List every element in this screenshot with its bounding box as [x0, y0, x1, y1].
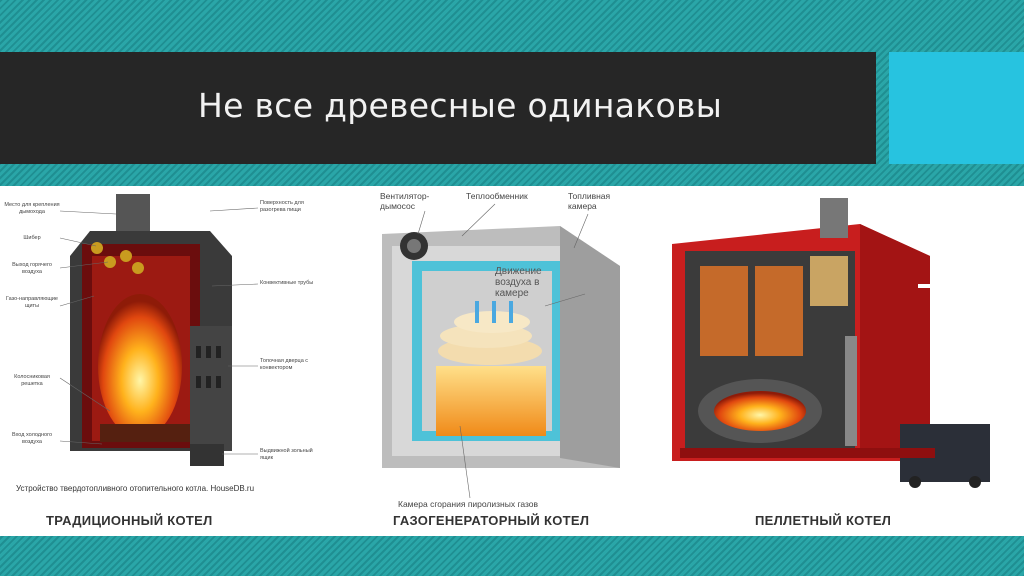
label-grate: Колосниковая решетка	[14, 374, 50, 387]
label-chimney-mount: Место для крепления дымохода	[4, 202, 60, 215]
label-hot-air-outlet: Выход горячего воздуха	[12, 262, 52, 275]
label-firebox-door: Топочная дверца с конвектором	[260, 358, 309, 371]
caption-traditional: ТРАДИЦИОННЫЙ КОТЕЛ	[46, 513, 213, 528]
traditional-boiler-illustration	[59, 194, 259, 466]
caption-gasifier: ГАЗОГЕНЕРАТОРНЫЙ КОТЕЛ	[393, 513, 590, 528]
label-damper: Шибер	[23, 235, 41, 241]
gasifier-boiler-illustration	[382, 203, 620, 499]
label-air-flow: Движение воздуха в камере	[495, 266, 542, 299]
image-panel: Место для крепления дымохода Шибер Выход…	[0, 186, 1024, 536]
label-fuel-chamber: Топливная камера	[568, 191, 611, 211]
slide-title: Не все древесные одинаковы	[198, 86, 723, 125]
label-heat-exchanger: Теплообменник	[466, 191, 528, 201]
accent-box	[889, 52, 1024, 164]
title-bar	[0, 52, 876, 164]
label-convective-pipes: Конвективные трубы	[260, 280, 314, 286]
pellet-boiler-illustration	[672, 198, 990, 488]
label-gas-shields: Газо-направляющие щиты	[6, 296, 58, 309]
label-ash-drawer: Выдвижной зольный ящик	[260, 448, 313, 461]
label-cooking-surface: Поверхность для разогрева пищи	[260, 200, 304, 213]
image-credit: Устройство твердотопливного отопительног…	[16, 484, 255, 493]
label-cold-air-inlet: Вход холодного воздуха	[11, 432, 53, 445]
label-fan: Вентилятор-дымосос	[380, 191, 430, 211]
boiler-illustrations	[59, 194, 990, 499]
label-combustion-chamber: Камера сгорания пиролизных газов	[398, 499, 539, 509]
caption-pellet: ПЕЛЛЕТНЫЙ КОТЕЛ	[755, 513, 892, 528]
